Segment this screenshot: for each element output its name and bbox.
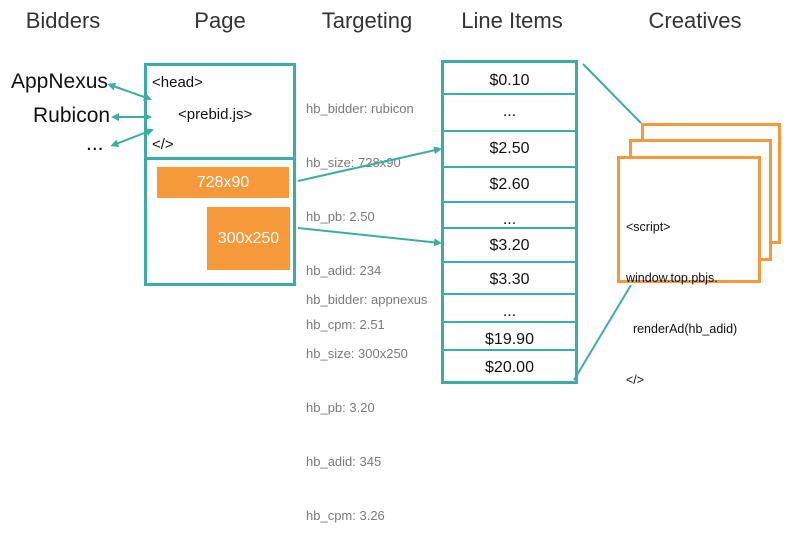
bidder-more: ... (86, 132, 104, 155)
page-divider (147, 157, 293, 160)
arrow-300x250-to-line-item (297, 227, 442, 247)
ad-slot-728x90: 728x90 (157, 167, 289, 198)
line-item: $0.10 (489, 72, 530, 89)
targeting-line: hb_adid: 234 (306, 263, 382, 278)
line-items-table: $0.10 ... $2.50 $2.60 ... $3.20 $3.30 ..… (441, 60, 578, 384)
targeting-line: hb_size: 300x250 (306, 346, 408, 361)
targeting-line: hb_adid: 345 (306, 454, 382, 469)
prebid-tag: <prebid.js> (178, 106, 253, 123)
targeting-line: hb_pb: 2.50 (306, 209, 375, 224)
header-bidders: Bidders (25, 8, 101, 33)
line-item: $2.50 (444, 130, 575, 166)
header-creatives: Creatives (648, 8, 742, 33)
line-item: $20.00 (444, 349, 575, 385)
line-item: $2.60 (444, 166, 575, 202)
header-targeting: Targeting (321, 8, 413, 33)
targeting-line: hb_bidder: appnexus (306, 292, 428, 307)
targeting-line: hb_bidder: rubicon (306, 101, 414, 116)
creative-line: <script> (626, 220, 671, 234)
creative-line: </> (626, 373, 645, 387)
bidder-rubicon: Rubicon (33, 104, 111, 127)
line-item: ... (444, 293, 575, 329)
connectors (107, 63, 642, 381)
head-close-tag: </> (152, 136, 174, 153)
line-item: $3.30 (444, 261, 575, 297)
targeting-line: hb_cpm: 2.51 (306, 317, 385, 332)
arrow-appnexus (107, 82, 152, 101)
creative-line: renderAd(hb_adid) (626, 322, 738, 336)
header-page: Page (194, 8, 246, 33)
line-item: $19.90 (444, 321, 575, 357)
targeting-line: hb_cpm: 3.26 (306, 508, 385, 523)
arrow-more (110, 128, 154, 148)
header-line-items: Line Items (461, 8, 563, 33)
creative-card-front (617, 156, 761, 283)
line-item: $3.20 (444, 227, 575, 263)
ad-slot-300x250: 300x250 (207, 207, 290, 270)
line-items-to-creatives-top (582, 63, 642, 124)
line-item: ... (444, 93, 575, 129)
creative-code: <script> window.top.pbjs. renderAd(hb_ad… (626, 185, 737, 406)
bidder-appnexus: AppNexus (11, 70, 108, 93)
head-open-tag: <head> (152, 74, 203, 91)
page-box: <head> <prebid.js> </> (144, 63, 296, 286)
targeting-line: hb_pb: 3.20 (306, 400, 375, 415)
line-item: ... (444, 201, 575, 237)
line-items-to-creatives-bottom (573, 284, 632, 381)
creative-line: window.top.pbjs. (626, 271, 718, 285)
arrow-728x90-to-line-item (297, 146, 442, 182)
